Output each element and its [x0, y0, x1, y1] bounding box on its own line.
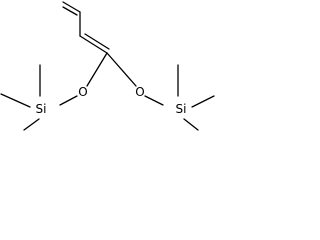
- bond-si-left-methyl-down: [23, 118, 40, 131]
- bond-c4-o-right: [106, 52, 137, 87]
- oxygen-right-label: O: [135, 85, 144, 99]
- bond-o-si-left: [59, 95, 78, 106]
- bond-o-si-right: [144, 95, 164, 106]
- bond-c1-c2: [62, 1, 81, 13]
- bond-c3-c4: [79, 35, 108, 54]
- chemical-structure-diagram: O O Si Si: [0, 1, 215, 131]
- bond-si-right-methyl-down: [183, 118, 199, 131]
- bond-si-left-methyl-left: [0, 93, 31, 108]
- silicon-left-label: Si: [36, 102, 47, 116]
- bond-c3-c4-double: [84, 33, 110, 50]
- bond-si-right-methyl-right: [191, 95, 215, 108]
- silicon-right-label: Si: [176, 102, 187, 116]
- oxygen-left-label: O: [78, 85, 87, 99]
- bond-c4-o-left: [86, 52, 108, 87]
- bond-c1-c2-double: [62, 6, 78, 16]
